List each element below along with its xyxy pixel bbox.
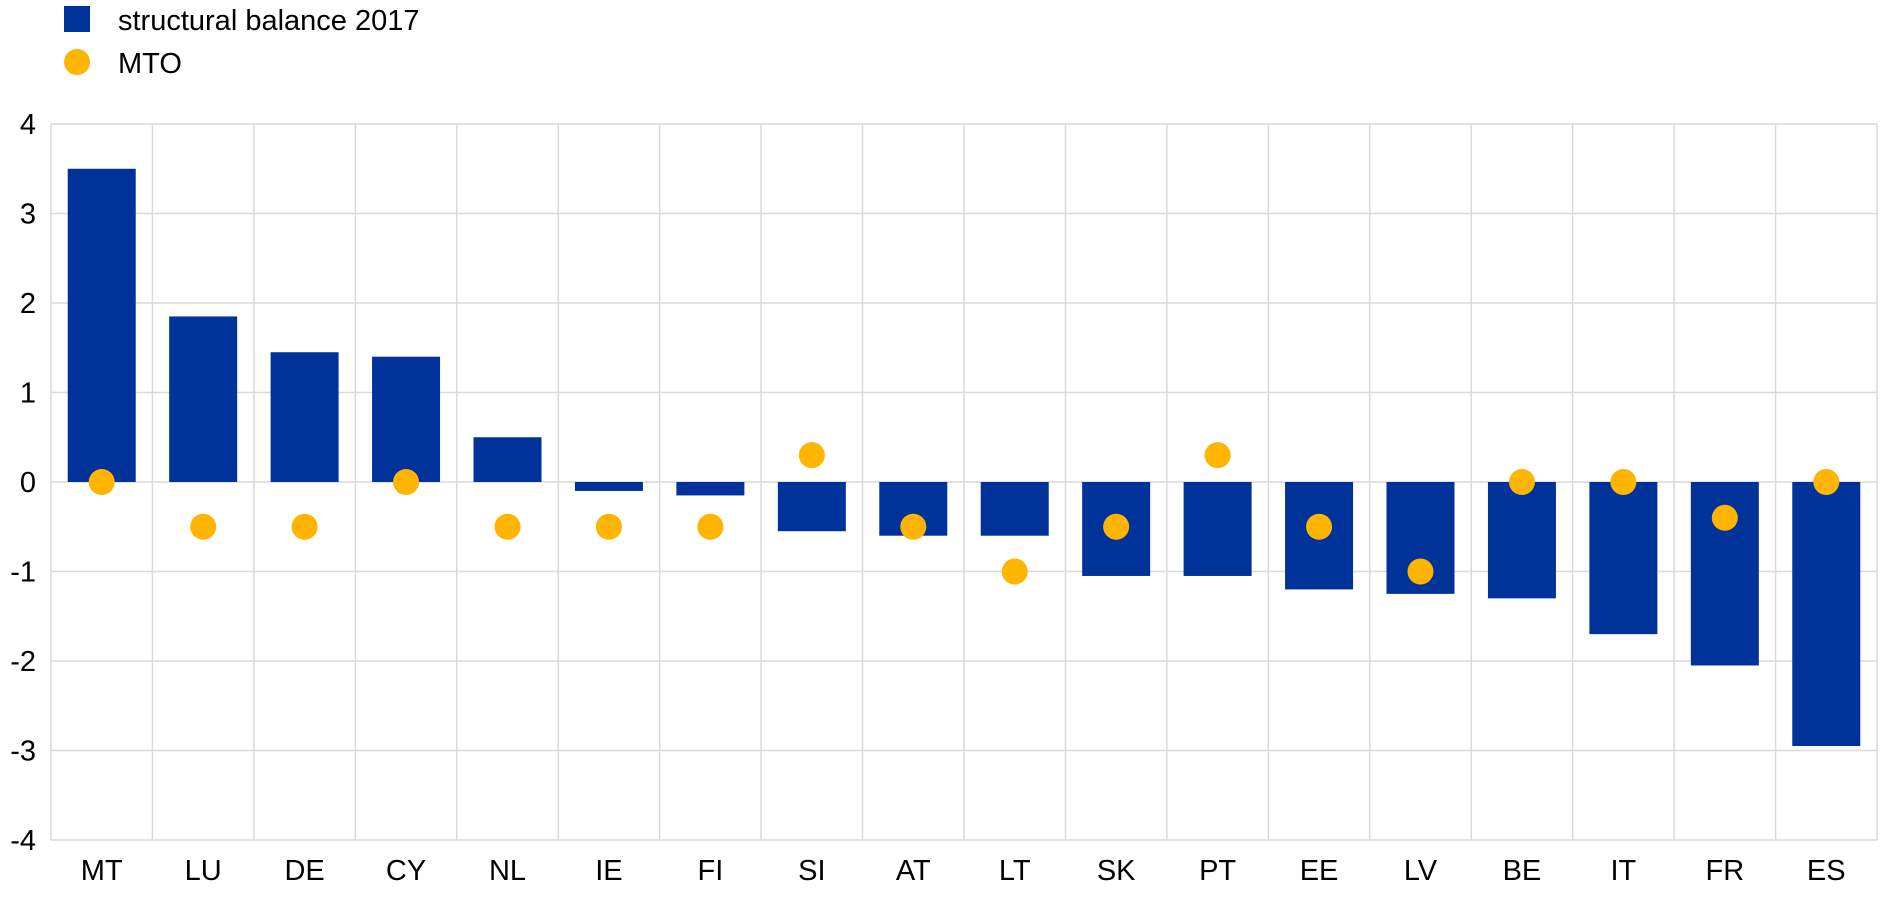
bar-be [1487,482,1556,599]
x-category-label: IT [1610,855,1636,887]
mto-dot-es [1813,469,1840,495]
x-category-label: DE [284,855,324,887]
legend-label-mto: MTO [118,48,182,80]
bar-pt [1183,482,1252,576]
mto-dot-at [900,513,927,540]
legend: structural balance 2017 MTO [64,5,419,80]
mto-dot-ie [595,513,622,540]
x-category-label: FI [697,855,723,887]
mto-dot-be [1508,469,1535,495]
grid [50,123,1878,841]
legend-swatch-structural-balance [64,6,90,32]
x-category-label: AT [896,855,931,887]
x-category-label: EE [1300,855,1339,887]
mto-dot-it [1610,469,1637,495]
x-category-label: LU [185,855,222,887]
x-category-label: LV [1404,855,1438,887]
bar-it [1589,482,1658,635]
x-category-label: SI [798,855,825,887]
bar-lt [980,482,1049,536]
bar-series [67,168,1861,747]
bar-mt [67,168,136,482]
mto-dot-cy [393,469,420,495]
legend-swatch-mto [64,49,90,75]
bar-ie [574,482,643,491]
x-category-label: CY [386,855,426,887]
x-axis-category-labels: MT LU DE CY NL IE FI SI AT LT SK PT EE LV BE IT FR ES [81,855,1846,887]
legend-label-structural-balance: structural balance 2017 [118,5,419,37]
mto-dot-pt [1204,442,1231,469]
mto-dot-ee [1306,513,1333,540]
y-tick-label: -2 [10,646,36,678]
mto-dot-nl [494,513,521,540]
y-tick-label: -3 [10,736,36,768]
x-category-label: ES [1807,855,1846,887]
x-category-label: PT [1199,855,1236,887]
mto-dot-de [291,513,318,540]
y-tick-label: 0 [20,467,36,499]
mto-dot-fr [1711,504,1738,531]
y-tick-label: 4 [20,109,36,141]
mto-dot-fi [697,513,724,540]
bar-es [1792,482,1861,747]
x-category-label: SK [1097,855,1136,887]
bar-lu [169,316,238,482]
x-category-label: FR [1705,855,1744,887]
y-tick-label: -4 [10,825,36,857]
mto-dot-lu [190,513,217,540]
mto-dot-si [798,442,825,469]
y-tick-label: 3 [20,199,36,231]
bar-de [270,352,339,482]
x-category-label: LT [999,855,1031,887]
mto-dot-lt [1001,558,1028,585]
bar-nl [473,437,542,482]
mto-dot-lv [1407,558,1434,585]
bar-cy [372,356,441,482]
y-tick-label: 2 [20,288,36,320]
bar-si [777,482,846,532]
x-category-label: MT [81,855,123,887]
y-axis-tick-labels: 4 3 2 1 0 -1 -2 -3 -4 [10,109,36,857]
bar-fi [676,482,745,496]
x-category-label: IE [595,855,622,887]
x-category-label: NL [489,855,526,887]
mto-dot-mt [88,469,115,495]
y-tick-label: 1 [20,378,36,410]
x-category-label: BE [1503,855,1542,887]
mto-series [88,442,1840,585]
y-tick-label: -1 [10,557,36,589]
mto-dot-sk [1103,513,1130,540]
